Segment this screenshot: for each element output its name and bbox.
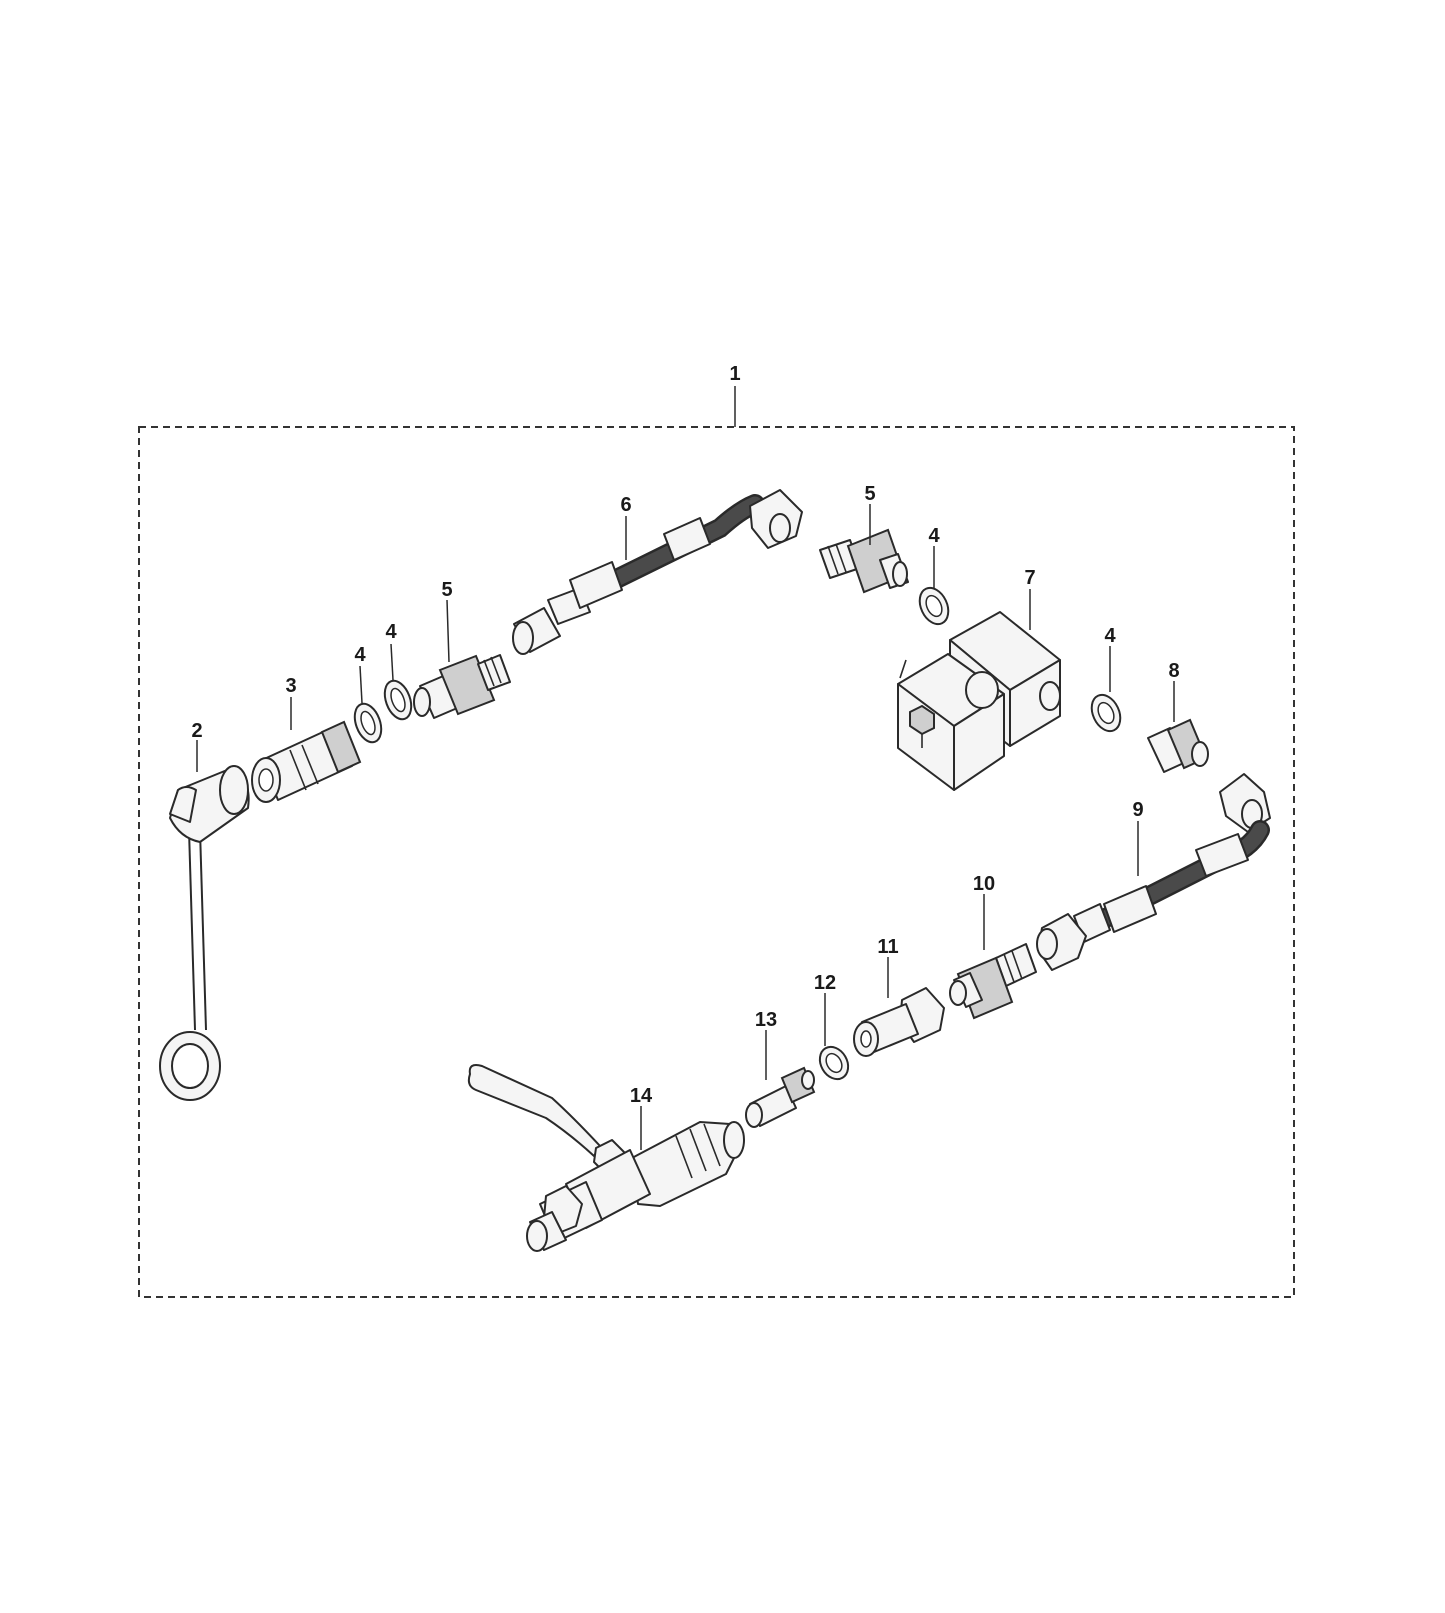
callout-14: 14: [630, 1085, 653, 1107]
part-7-solenoid-valve: [897, 611, 1061, 791]
callout-12: 12: [814, 972, 836, 994]
callout-8: 8: [1168, 660, 1179, 682]
callout-5a: 5: [441, 579, 452, 601]
callout-4a: 4: [354, 644, 366, 666]
callout-4c: 4: [928, 525, 940, 547]
part-14-ball-valve: [467, 1064, 745, 1252]
part-4-washer-c: [918, 586, 950, 626]
part-5-nipple-a: [413, 654, 511, 719]
callout-13: 13: [755, 1009, 777, 1031]
part-8-adapter: [1147, 718, 1209, 773]
part-3-coupling: [251, 720, 362, 803]
part-4-washer-d: [1090, 693, 1122, 733]
callout-6: 6: [620, 494, 631, 516]
callout-10: 10: [973, 873, 995, 895]
assembly-boundary: [138, 426, 1295, 1298]
part-9-hose: [1036, 773, 1271, 971]
part-2-dust-cap: [159, 765, 250, 1101]
callout-4b: 4: [385, 621, 397, 643]
part-4-washer-b: [383, 679, 413, 721]
callout-7: 7: [1024, 567, 1035, 589]
part-6-hose: [512, 489, 803, 655]
part-12-washer: [818, 1045, 850, 1081]
callout-1: 1: [729, 363, 740, 385]
part-11-adapter: [853, 987, 945, 1057]
callout-11: 11: [877, 936, 898, 958]
callout-2: 2: [191, 720, 202, 742]
callout-5b: 5: [864, 483, 875, 505]
callout-9: 9: [1132, 799, 1143, 821]
part-4-washer-a: [353, 702, 383, 744]
part-10-nipple: [949, 943, 1037, 1020]
callout-3: 3: [285, 675, 296, 697]
callout-4d: 4: [1104, 625, 1116, 647]
part-5-nipple-b: [819, 528, 909, 594]
part-13-plug-nipple: [745, 1066, 816, 1128]
